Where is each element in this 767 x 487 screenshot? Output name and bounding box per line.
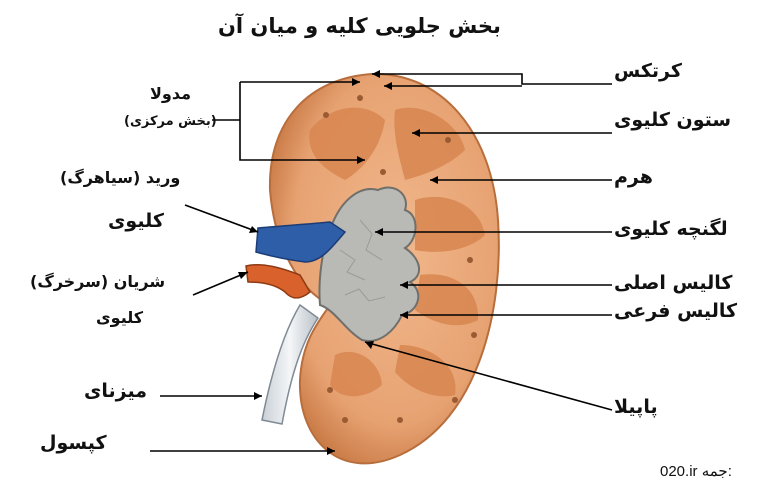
- label-cortex: کرتکس: [614, 60, 682, 82]
- label-major-calyx: کالیس اصلی: [614, 272, 732, 294]
- label-renal-artery-2: کلیوی: [96, 308, 143, 327]
- label-renal-pelvis: لگنچه کلیوی: [614, 218, 728, 240]
- credit: 020.ir جمه:: [660, 462, 732, 480]
- label-pyramid: هرم: [614, 166, 653, 188]
- label-renal-vein-1: ورید (سیاهرگ): [60, 168, 180, 187]
- label-medulla: مدولا: [150, 84, 191, 103]
- label-renal-vein-2: کلیوی: [108, 210, 164, 232]
- credit-prefix: جمه:: [702, 463, 732, 480]
- label-renal-column: ستون کلیوی: [614, 109, 731, 131]
- label-minor-calyx: کالیس فرعی: [614, 300, 737, 322]
- label-papilla: پاپیلا: [614, 396, 658, 418]
- label-ureter: میزنای: [84, 380, 147, 402]
- label-medulla-sub: (بخش مرکزی): [124, 114, 217, 129]
- credit-site: 020.ir: [660, 463, 698, 480]
- label-renal-artery-1: شریان (سرخرگ): [30, 272, 165, 291]
- diagram-title: بخش جلویی کلیه و میان آن: [218, 14, 501, 38]
- label-capsule: کپسول: [40, 432, 107, 454]
